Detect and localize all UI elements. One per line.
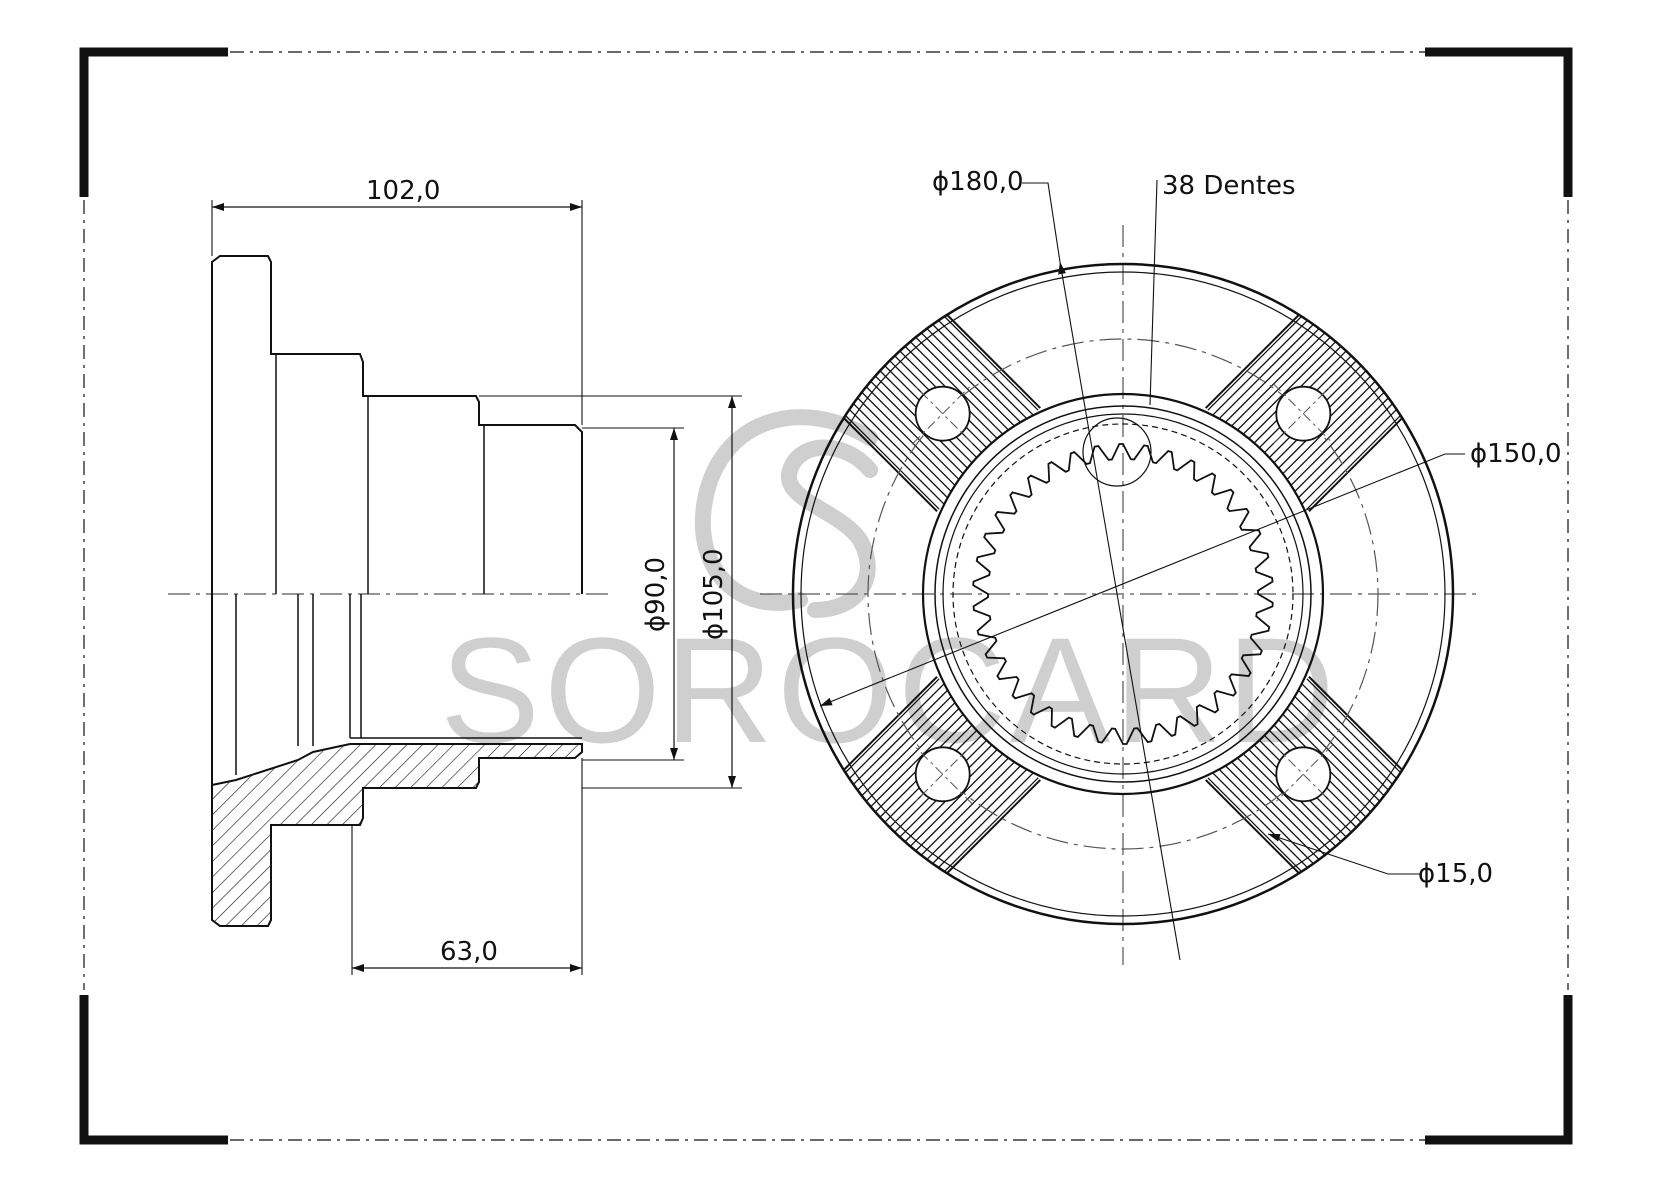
leader-teeth bbox=[1149, 179, 1158, 406]
spoke-stripe bbox=[1212, 772, 1316, 876]
internal-spline bbox=[972, 443, 1274, 745]
spoke-stripe bbox=[1222, 322, 1326, 426]
front-view bbox=[760, 179, 1480, 965]
spoke-stripe bbox=[1212, 312, 1316, 416]
spoke-stripe bbox=[1276, 376, 1381, 480]
spoke-stripe bbox=[1281, 381, 1386, 485]
dim-teeth-count: 38 Dentes bbox=[1162, 171, 1296, 201]
bolt-hole-centerline bbox=[912, 383, 973, 444]
dim-overall-length: 102,0 bbox=[366, 176, 440, 206]
spoke-edge bbox=[833, 676, 938, 780]
drawing-frame bbox=[79, 47, 1573, 1145]
spoke-stripe bbox=[920, 322, 1024, 426]
spoke-stripe bbox=[925, 767, 1029, 871]
watermark: SOROCARD bbox=[440, 409, 1335, 774]
spoke-stripe bbox=[1207, 307, 1311, 411]
spoke-stripe bbox=[1291, 693, 1395, 797]
bolt-hole-centerline bbox=[1273, 383, 1334, 444]
dim-spigot-length: 63,0 bbox=[440, 937, 498, 967]
spoke-stripe bbox=[851, 693, 955, 797]
spoke-edge bbox=[833, 408, 938, 512]
spoke-stripe bbox=[920, 762, 1024, 866]
spoke-edge bbox=[937, 779, 1041, 884]
spoke-stripe bbox=[846, 396, 950, 500]
spoke-stripe bbox=[1301, 683, 1405, 787]
spoke-stripe bbox=[865, 376, 970, 480]
spoke-stripe bbox=[905, 336, 1009, 441]
spoke-stripe bbox=[925, 317, 1029, 421]
spoke-stripe bbox=[836, 406, 940, 510]
bolt-holes bbox=[912, 383, 1334, 805]
spoke-stripe bbox=[1217, 317, 1321, 421]
spoke-stripe bbox=[1232, 331, 1336, 436]
spoke-edge bbox=[1308, 676, 1413, 780]
spoke-stripe bbox=[915, 757, 1019, 862]
frame-corner-top-left bbox=[79, 47, 228, 197]
spoke-stripe bbox=[910, 331, 1014, 436]
spoke-edge bbox=[1205, 304, 1309, 409]
bolt-hole-centerline bbox=[912, 744, 973, 805]
watermark-logo bbox=[694, 409, 878, 618]
spoke-stripe bbox=[841, 401, 945, 505]
spoke-stripe bbox=[1286, 698, 1391, 802]
spoke-edge bbox=[1308, 408, 1413, 512]
side-view bbox=[168, 200, 742, 975]
side-upper-outline bbox=[211, 255, 583, 594]
spoke-stripe bbox=[1227, 326, 1331, 431]
spoke-stripe bbox=[855, 386, 960, 490]
flange-spokes bbox=[833, 304, 1413, 884]
spoke-stripe bbox=[1281, 703, 1386, 807]
spoke-stripe bbox=[1207, 777, 1311, 881]
spoke-stripe bbox=[905, 747, 1009, 852]
spoke-stripe bbox=[1306, 406, 1410, 510]
spoke-stripe bbox=[1296, 688, 1400, 792]
spoke-stripe bbox=[1296, 396, 1400, 500]
spoke-stripe bbox=[1286, 386, 1391, 490]
spoke-stripe bbox=[1227, 757, 1331, 862]
spoke-stripe bbox=[851, 391, 955, 495]
leader-bolt-circle bbox=[819, 453, 1465, 707]
dim-hole-diameter: ϕ15,0 bbox=[1418, 859, 1493, 889]
spoke-stripe bbox=[930, 312, 1034, 416]
spoke-edge bbox=[937, 304, 1041, 409]
flange-outer-circle bbox=[791, 262, 1455, 926]
spoke-stripe bbox=[1306, 678, 1410, 782]
spoke-stripe bbox=[860, 703, 965, 807]
dim-bolt-circle: ϕ150,0 bbox=[1470, 439, 1562, 469]
spoke-stripe bbox=[846, 688, 950, 792]
spoke-stripe bbox=[1232, 752, 1336, 857]
side-section-hatch bbox=[211, 594, 583, 927]
spoke-stripe bbox=[865, 708, 970, 812]
spoke-stripe bbox=[1276, 708, 1381, 812]
frame-corner-bottom-left bbox=[79, 995, 228, 1145]
spoke-stripe bbox=[860, 381, 965, 485]
spoke-stripe bbox=[855, 698, 960, 802]
bolt-hole-centerline bbox=[1273, 744, 1334, 805]
dim-hub-diameter: ϕ105,0 bbox=[699, 548, 729, 640]
spoke-stripe bbox=[1237, 336, 1341, 441]
spoke-stripe bbox=[935, 777, 1039, 881]
spoke-stripe bbox=[1237, 747, 1341, 852]
spoke-stripe bbox=[935, 307, 1039, 411]
spoke-stripe bbox=[1217, 767, 1321, 871]
bolt-circle bbox=[867, 338, 1379, 850]
spoke-stripe bbox=[930, 772, 1034, 876]
spoke-stripe bbox=[841, 683, 945, 787]
spoke-stripe bbox=[1291, 391, 1395, 495]
frame-corner-bottom-right bbox=[1425, 995, 1573, 1145]
spoke-stripe bbox=[910, 752, 1014, 857]
spoke-stripe bbox=[915, 326, 1019, 431]
spoke-edge bbox=[1205, 779, 1309, 884]
dim-outer-diameter: ϕ180,0 bbox=[932, 167, 1024, 197]
spoke-stripe bbox=[836, 678, 940, 782]
dim-bore-diameter: ϕ90,0 bbox=[641, 557, 671, 632]
spoke-stripe bbox=[1222, 762, 1326, 866]
leader-outer-diameter bbox=[1022, 182, 1061, 263]
frame-corner-top-right bbox=[1425, 47, 1573, 197]
leader-hole-diameter bbox=[1267, 833, 1420, 875]
spoke-stripe bbox=[1301, 401, 1405, 505]
